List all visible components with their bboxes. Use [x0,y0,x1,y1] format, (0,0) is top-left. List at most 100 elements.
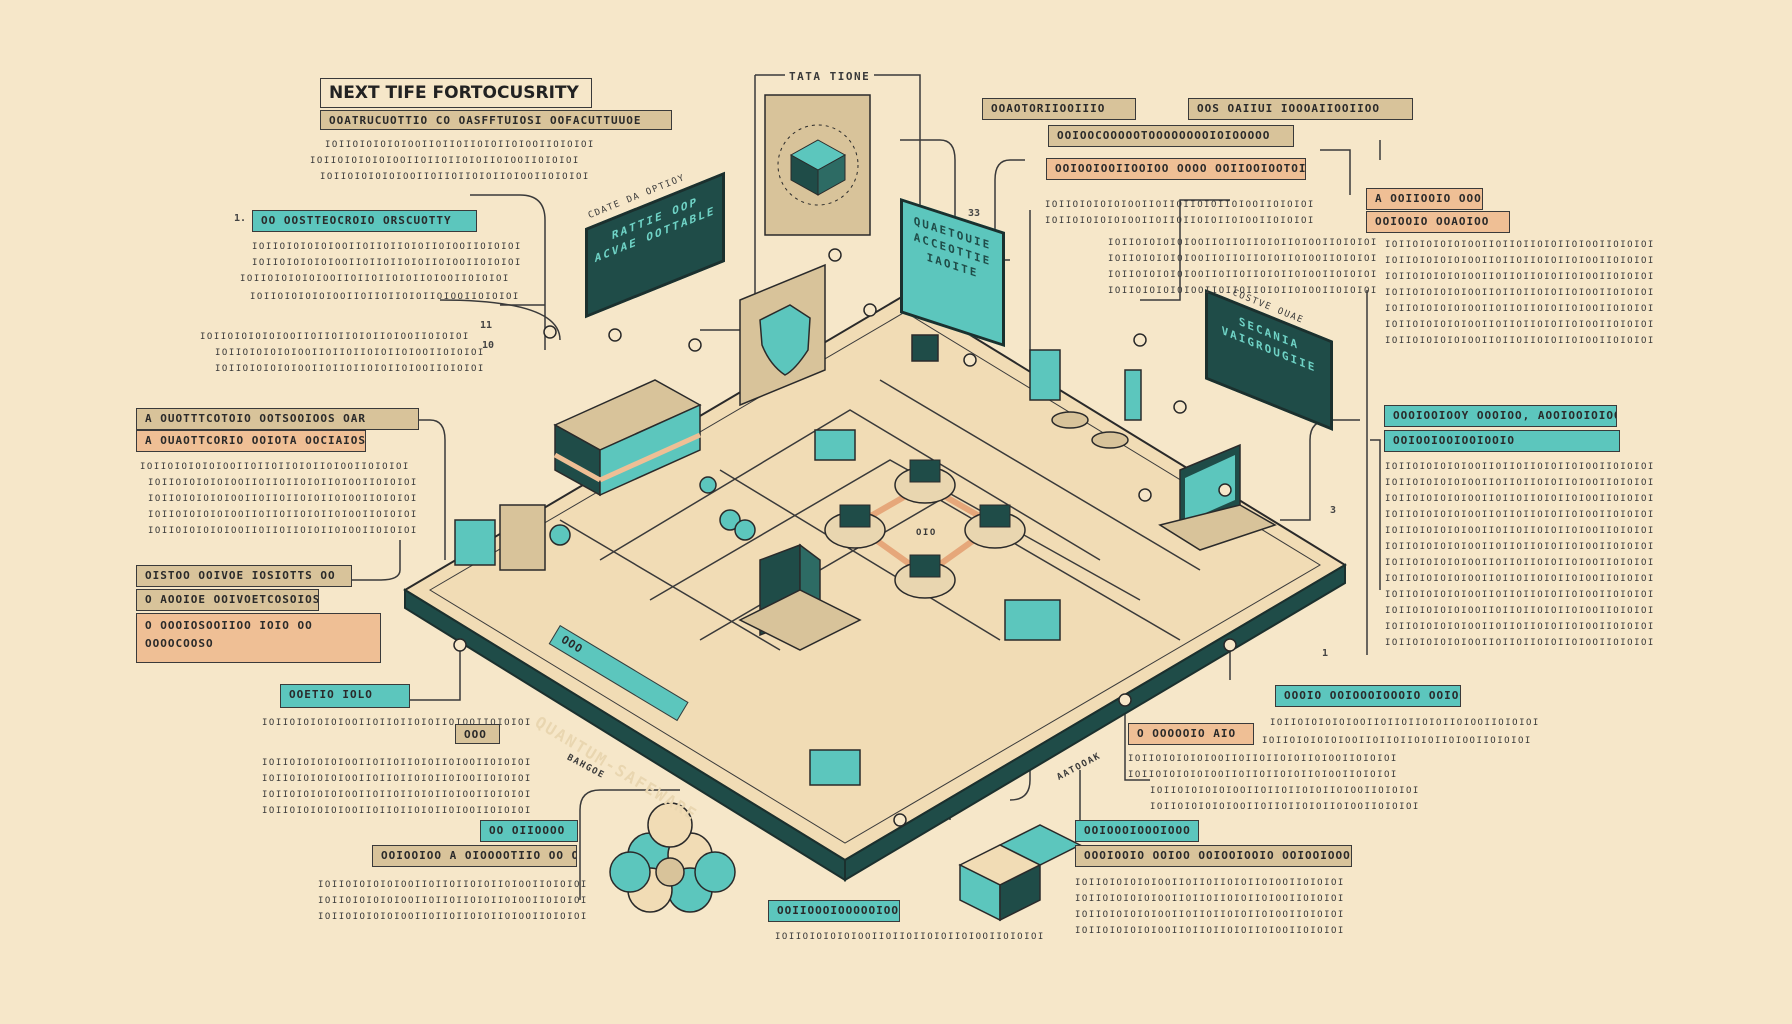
text-line: IOIIOIOIOIOIOOIIOIIOIIOIOIIOIOOIIOIOIOI [775,932,1045,942]
stacked-blocks [553,379,702,497]
text-line: IOIIOIOIOIOIOOIIOIIOIIOIOIIOIOOIIOIOIOI [1385,622,1655,632]
text-line: IOIIOIOIOIOIOOIIOIIOIIOIOIIOIOOIIOIOIOI [1262,736,1532,746]
text-line: IOIIOIOIOIOIOOIIOIIOIIOIOIIOIOOIIOIOIOI [252,242,522,252]
text-line: IOIIOIOIOIOIOOIIOIIOIIOIOIIOIOOIIOIOIOI [1150,802,1420,812]
text-line: IOIIOIOIOIOIOOIIOIIOIIOIOIIOIOOIIOIOIOI [262,806,532,816]
top-right-label-1: OOAOTORIIOOIIIO [982,98,1136,120]
bottom-left-label-1: OO OIIOOOO [480,820,578,842]
text-line: IOIIOIOIOIOIOOIIOIIOIIOIOIIOIOOIIOIOIOI [1385,320,1655,330]
text-line: IOIIOIOIOIOIOOIIOIIOIIOIOIIOIOOIIOIOIOI [262,758,532,768]
text-line: IOIIOIOIOIOIOOIIOIIOIIOIOIIOIOOIIOIOIOI [325,140,595,150]
top-right-label-3: OOIOOCOOOOOTOOOOOOOOIOIOOOOO [1048,125,1294,147]
laptop [1158,443,1277,551]
bottom-center-label: OOIIOOOIOOOOOIOOOY [768,900,900,922]
text-line: IOIIOIOIOIOIOOIIOIIOIIOIOIIOIOOIIOIOIOI [1075,926,1345,936]
top-cube-panel [764,94,871,236]
text-line: IOIIOIOIOIOIOOIIOIIOIIOIOIIOIOOIIOIOIOI [1108,270,1378,280]
left-label-3c: O OOOIOSOOIIOO IOIO OO OOOOCOOSO [136,613,381,663]
text-line: IOIIOIOIOIOIOOIIOIIOIIOIOIIOIOOIIOIOIOI [1108,238,1378,248]
text-line: IOIIOIOIOIOIOOIIOIIOIIOIOIIOIOOIIOIOIOI [215,364,485,374]
top-right-label-2: OOS OAIIUI IOOOAIIOOIIOO [1188,98,1413,120]
top-caption: TATA TIONE [785,70,875,84]
text-line: IOIIOIOIOIOIOOIIOIIOIIOIOIIOIOOIIOIOIOI [1385,590,1655,600]
text-line: IOIIOIOIOIOIOOIIOIIOIIOIOIIOIOOIIOIOIOI [320,172,590,182]
connection-dots [453,248,1237,827]
right-label-1b: OOIOOIO OOAOIOO [1366,211,1510,233]
text-line: IOIIOIOIOIOIOOIIOIIOIIOIOIIOIOOIIOIOIOI [1385,542,1655,552]
text-line: IOIIOIOIOIOIOOIIOIIOIIOIOIIOIOOIIOIOIOI [1385,510,1655,520]
shield-panel [739,263,826,407]
text-line: IOIIOIOIOIOIOOIIOIIOIIOIOIIOIOOIIOIOIOI [252,258,522,268]
text-line: IOIIOIOIOIOIOOIIOIIOIIOIOIIOIOOIIOIOIOI [1385,574,1655,584]
text-line: IOIIOIOIOIOIOOIIOIIOIIOIOIIOIOOIIOIOIOI [1108,254,1378,264]
bottom-right-label-1: OOIOOOIOOOIOOO [1075,820,1199,842]
node-network [824,459,1026,599]
text-line: IOIIOIOIOIOIOOIIOIIOIIOIOIIOIOOIIOIOIOI [250,292,520,302]
text-line: IOIIOIOIOIOIOOIIOIIOIIOIOIIOIOOIIOIOIOI [1108,286,1378,296]
text-line: IOIIOIOIOIOIOOIIOIIOIIOIOIIOIOOIIOIOIOI [1385,494,1655,504]
text-line: IOIIOIOIOIOIOOIIOIIOIIOIOIIOIOOIIOIOIOI [1385,558,1655,568]
text-line: IOIIOIOIOIOIOOIIOIIOIIOIOIIOIOOIIOIOIOI [148,526,418,536]
text-line: IOIIOIOIOIOIOOIIOIIOIIOIOIIOIOOIIOIOIOI [1150,786,1420,796]
text-line: IOIIOIOIOIOIOOIIOIIOIIOIOIIOIOOIIOIOIOI [1385,256,1655,266]
text-line: IOIIOIOIOIOIOOIIOIIOIIOIOIIOIOOIIOIOIOI [1075,910,1345,920]
text-line: IOIIOIOIOIOIOOIIOIIOIIOIOIIOIOOIIOIOIOI [148,494,418,504]
server-tower [738,543,862,651]
text-line: IOIIOIOIOIOIOOIIOIIOIIOIOIIOIOOIIOIOIOI [262,718,532,728]
text-line: IOIIOIOIOIOIOOIIOIIOIIOIOIIOIOOIIOIOIOI [1385,304,1655,314]
left-label-4: OOETIO IOLO [280,684,410,708]
text-line: IOIIOIOIOIOIOOIIOIIOIIOIOIIOIOOIIOIOIOI [1385,478,1655,488]
text-line: IOIIOIOIOIOIOOIIOIIOIIOIOIIOIOOIIOIOIOI [1385,272,1655,282]
bottom-cube [958,824,1082,922]
text-line: IOIIOIOIOIOIOOIIOIIOIIOIOIIOIOOIIOIOIOI [240,274,510,284]
right-label-1a: A OOIIOOIO OOOI [1366,188,1483,210]
number-label: 11 [480,320,493,331]
text-line: IOIIOIOIOIOIOOIIOIIOIIOIOIIOIOOIIOIOIOI [1128,770,1398,780]
left-label-4b: OOO [455,724,500,744]
right-label-4: O OOOOOIO AIO [1128,723,1254,745]
text-line: IOIIOIOIOIOIOOIIOIIOIIOIOIIOIOOIIOIOIOI [1128,754,1398,764]
text-line: IOIIOIOIOIOIOOIIOIIOIIOIOIIOIOOIIOIOIOI [318,896,588,906]
right-label-2b: OOIOOIOOIOOIOOIO [1384,430,1620,452]
connector-lines [350,74,1381,900]
number-label: 10 [482,340,495,351]
bottom-right-label-2: OOOIOOIO OOIOO OOIOOIOOIO OOIOOIOOO. OO [1075,845,1352,867]
text-line: IOIIOIOIOIOIOOIIOIIOIIOIOIIOIOOIIOIOIOI [1385,462,1655,472]
text-line: IOIIOIOIOIOIOOIIOIIOIIOIOIIOIOOIIOIOIOI [1270,718,1540,728]
text-line: IOIIOIOIOIOIOOIIOIIOIIOIOIIOIOOIIOIOIOI [215,348,485,358]
left-label-2a: A OUOTTTCOTOIO OOTSOOIOOS OAR [136,408,419,430]
number-label: 33 [968,208,981,219]
text-line: IOIIOIOIOIOIOOIIOIIOIIOIOIIOIOOIIOIOIOI [1045,200,1315,210]
text-line: IOIIOIOIOIOIOOIIOIIOIIOIOIIOIOOIIOIOIOI [310,156,580,166]
text-line: IOIIOIOIOIOIOOIIOIIOIIOIOIIOIOOIIOIOIOI [262,774,532,784]
left-label-2b: A OUAOTTCORIO OOIOTA OOCIAIOSIO [136,430,366,452]
molecule-cluster [609,802,736,913]
text-line: IOIIOIOIOIOIOOIIOIIOIIOIOIIOIOOIIOIOIOI [148,510,418,520]
text-line: IOIIOIOIOIOIOOIIOIIOIIOIOIIOIOOIIOIOIOI [1075,894,1345,904]
text-line: IOIIOIOIOIOIOOIIOIIOIIOIOIIOIOOIIOIOIOI [1385,606,1655,616]
text-line: IOIIOIOIOIOIOOIIOIIOIIOIOIIOIOOIIOIOIOI [1385,336,1655,346]
left-label-3a: OISTOO OOIVOE IOSIOTTS OO [136,565,352,587]
right-label-3: OOOIO OOIOOOIOOOIO OOIOOO [1275,685,1461,707]
text-line: IOIIOIOIOIOIOOIIOIIOIIOIOIIOIOOIIOIOIOI [1075,878,1345,888]
number-label: 1 [1322,648,1329,659]
left-label-1: OO OOSTTEOCROIO ORSCUOTTY [252,210,477,232]
page-title: NEXT TIFE FORTOCUSRITY [320,78,592,108]
text-line: IOIIOIOIOIOIOOIIOIIOIIOIOIIOIOOIIOIOIOI [318,912,588,922]
text-line: IOIIOIOIOIOIOOIIOIIOIIOIOIIOIOOIIOIOIOI [140,462,410,472]
number-label: 3 [1330,505,1337,516]
text-line: IOIIOIOIOIOIOOIIOIIOIIOIOIIOIOOIIOIOIOI [1385,288,1655,298]
text-line: IOIIOIOIOIOIOOIIOIIOIIOIOIIOIOOIIOIOIOI [318,880,588,890]
text-line: IOIIOIOIOIOIOOIIOIIOIIOIOIIOIOOIIOIOIOI [1385,638,1655,648]
small-devices [454,334,1142,786]
bottom-left-label-2: OOIOOIOO A OIOOOOTIIO OO OOIOOTY [372,845,577,867]
top-right-label-4: OOIOOIOOIIOOIOO OOOO OOIIOOIOOTOII OIOOI… [1046,158,1306,180]
number-label: 1. [234,213,247,224]
text-line: IOIIOIOIOIOIOOIIOIIOIIOIOIIOIOOIIOIOIOI [1385,526,1655,536]
text-line: IOIIOIOIOIOIOOIIOIIOIIOIOIIOIOOIIOIOIOI [200,332,470,342]
text-line: IOIIOIOIOIOIOOIIOIIOIIOIOIIOIOOIIOIOIOI [1385,240,1655,250]
text-line: IOIIOIOIOIOIOOIIOIIOIIOIOIIOIOOIIOIOIOI [148,478,418,488]
node-center-label: OIO [916,528,937,538]
text-line: IOIIOIOIOIOIOOIIOIIOIIOIOIIOIOOIIOIOIOI [1045,216,1315,226]
